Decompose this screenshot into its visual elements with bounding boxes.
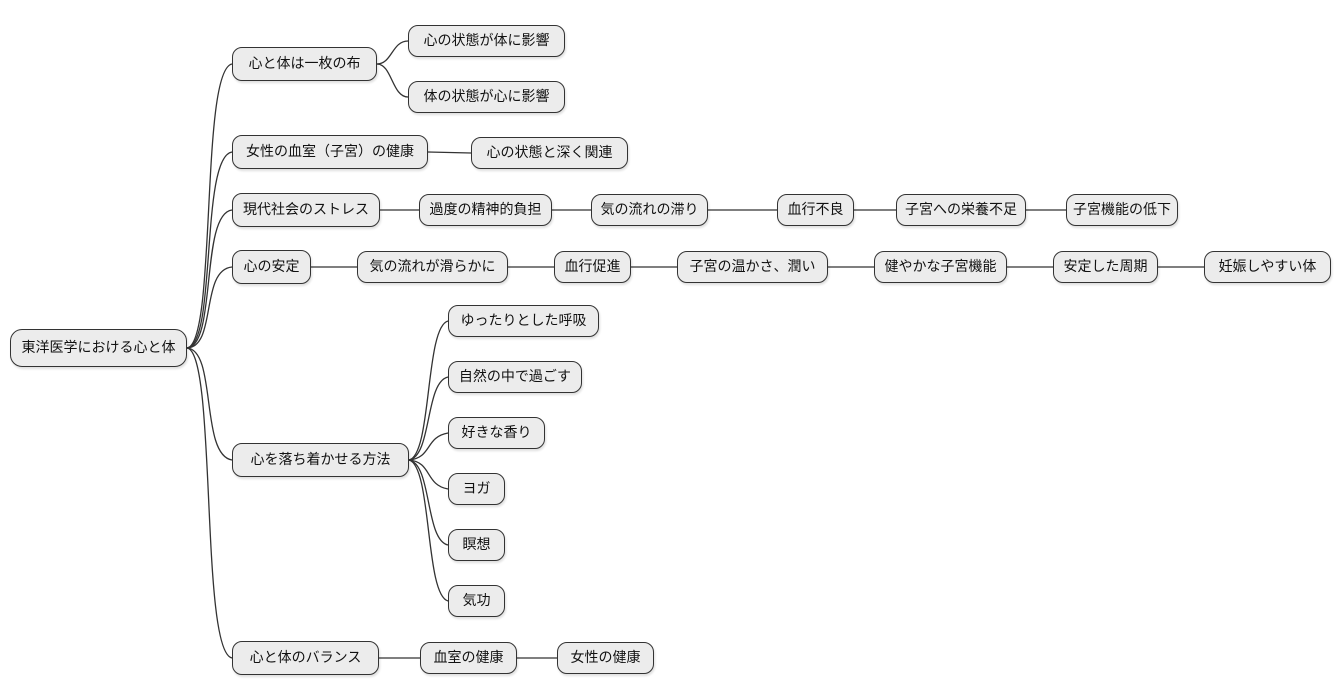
node-yoga: ヨガ (448, 473, 505, 505)
node-branch-modern-stress: 現代社会のストレス (232, 193, 380, 227)
node-fertile-body: 妊娠しやすい体 (1204, 251, 1331, 283)
node-healthy-uterus-function: 健やかな子宮機能 (874, 251, 1007, 283)
node-qigong: 気功 (448, 585, 505, 617)
node-time-in-nature: 自然の中で過ごす (448, 361, 582, 393)
node-smooth-qi-flow: 気の流れが滑らかに (357, 251, 508, 283)
node-branch-mind-body-cloth: 心と体は一枚の布 (232, 47, 377, 81)
node-branch-calming-methods: 心を落ち着かせる方法 (232, 443, 409, 477)
node-root: 東洋医学における心と体 (10, 329, 187, 367)
node-slow-breathing: ゆったりとした呼吸 (448, 305, 599, 337)
node-branch-womb-health: 女性の血室（子宮）の健康 (232, 135, 428, 169)
node-body-affects-mind: 体の状態が心に影響 (408, 81, 565, 113)
node-mental-burden: 過度の精神的負担 (419, 194, 552, 226)
node-meditation: 瞑想 (448, 529, 505, 561)
node-stable-cycle: 安定した周期 (1053, 251, 1158, 283)
node-poor-circulation: 血行不良 (777, 194, 854, 226)
node-better-circulation: 血行促進 (554, 251, 631, 283)
node-womens-health: 女性の健康 (557, 642, 654, 674)
node-deep-relation-mind: 心の状態と深く関連 (471, 137, 628, 169)
node-uterus-malnutrition: 子宮への栄養不足 (896, 194, 1026, 226)
node-branch-mental-stability: 心の安定 (232, 250, 311, 284)
node-uterus-function-decline: 子宮機能の低下 (1066, 194, 1178, 226)
node-qi-stagnation: 気の流れの滞り (591, 194, 708, 226)
node-branch-mind-body-balance: 心と体のバランス (232, 641, 379, 675)
node-warm-moist-uterus: 子宮の温かさ、潤い (677, 251, 828, 283)
node-mind-affects-body: 心の状態が体に影響 (408, 25, 565, 57)
node-favorite-scent: 好きな香り (448, 417, 545, 449)
node-blood-chamber-health: 血室の健康 (420, 642, 517, 674)
